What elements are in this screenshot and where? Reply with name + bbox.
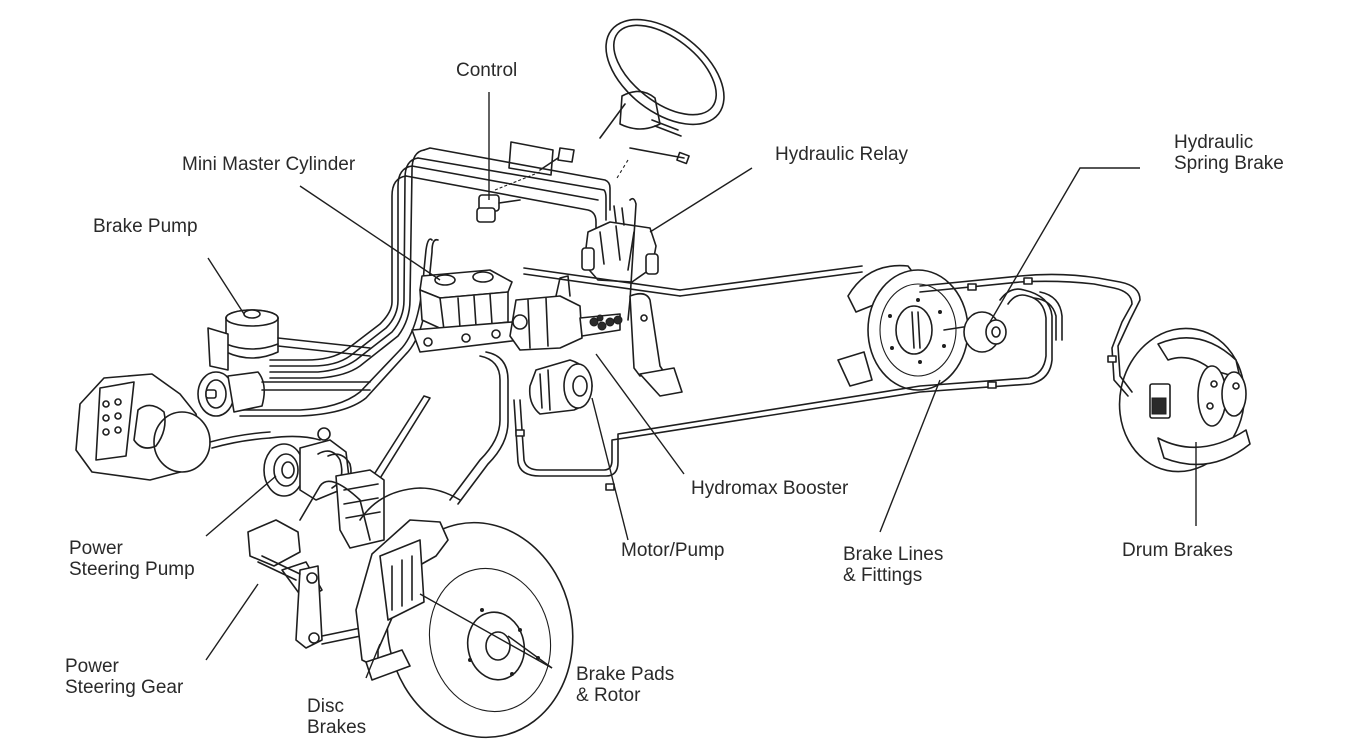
label-brake-pads-rotor: Brake Pads & Rotor — [576, 664, 675, 706]
hydraulic-relay — [523, 197, 681, 321]
label-mini-master-cylinder: Mini Master Cylinder — [182, 154, 356, 175]
label-drum-brakes: Drum Brakes — [1122, 540, 1233, 561]
hydromax-booster — [509, 275, 623, 351]
brake-pedal — [629, 292, 683, 397]
label-power-steering-pump: Power Steering Pump — [69, 538, 195, 580]
leader-power-steering-pump — [205, 475, 277, 537]
leader-lines — [205, 92, 1197, 679]
label-hydraulic-relay: Hydraulic Relay — [775, 144, 909, 165]
label-brake-pump: Brake Pump — [93, 216, 198, 237]
label-hydromax-booster: Hydromax Booster — [691, 478, 849, 499]
label-motor-pump: Motor/Pump — [621, 540, 725, 561]
leader-mini-master-cylinder — [299, 185, 441, 281]
leader-brake-pump — [207, 257, 245, 315]
leader-brake-pads — [419, 593, 553, 669]
label-brake-lines-fittings: Brake Lines & Fittings — [843, 544, 944, 586]
label-control: Control — [456, 60, 518, 81]
leader-hydraulic-spring-brake — [989, 167, 1140, 323]
label-hydraulic-spring-brake: Hydraulic Spring Brake — [1174, 132, 1284, 174]
drum-brake-assembly — [1118, 327, 1251, 473]
leader-brake-lines — [879, 379, 941, 533]
leader-hydromax-booster — [595, 353, 685, 475]
label-power-steering-gear: Power Steering Gear — [65, 656, 184, 698]
front-right-disc-brake — [355, 487, 574, 739]
front-left-disc-brake — [75, 373, 271, 481]
power-steering-gear — [247, 469, 385, 649]
brake-lines — [449, 265, 1141, 505]
mini-master-cylinder — [411, 269, 521, 353]
rear-drum-hub-mid — [837, 264, 969, 391]
leader-rotor — [507, 635, 553, 669]
motor-pump — [528, 359, 593, 415]
leader-hydraulic-relay — [649, 167, 753, 233]
label-disc-brakes: Disc Brakes — [307, 696, 367, 738]
hydraulic-spring-brake — [943, 311, 1007, 353]
brake-pump — [197, 309, 371, 417]
steering-shaft — [367, 395, 431, 489]
leader-power-steering-gear — [205, 583, 259, 661]
steering-wheel — [599, 18, 725, 179]
leader-disc-brakes — [365, 643, 381, 679]
leader-motor-pump — [591, 397, 629, 541]
